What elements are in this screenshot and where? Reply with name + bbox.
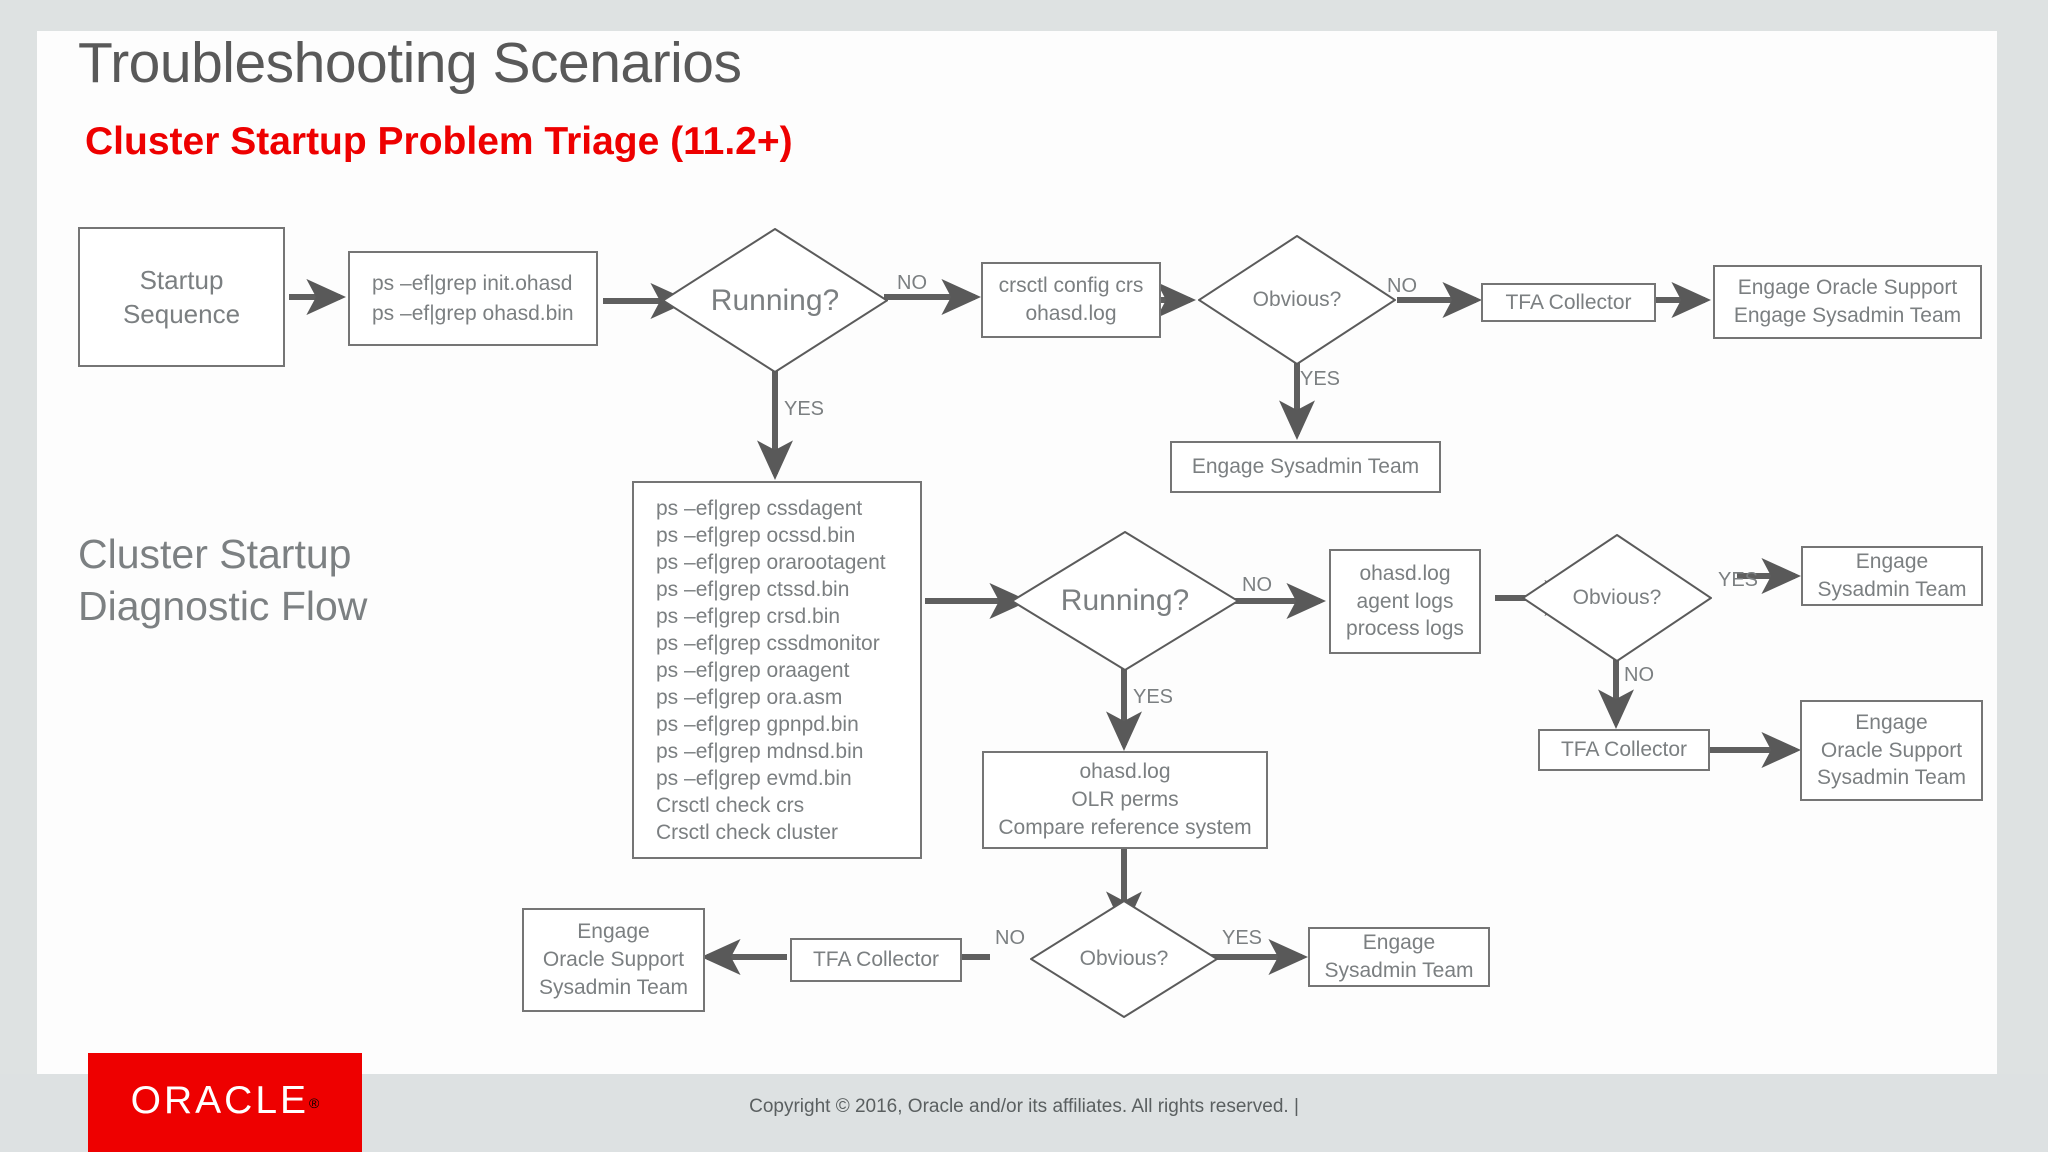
ps-command-line: ps –ef|grep cssdagent [656, 496, 863, 520]
oracle-wordmark: ORACLE [130, 1078, 310, 1122]
node-engage-sysadmin-mid[interactable]: Engage Sysadmin Team [1801, 546, 1983, 606]
ps-command-line: ps –ef|grep oraagent [656, 658, 850, 682]
diamond-shape-icon [1522, 534, 1712, 662]
node-engage-oracle-sysadmin-bottom[interactable]: Engage Oracle Support Sysadmin Team [522, 908, 705, 1012]
registered-trademark-icon: ® [309, 1094, 320, 1111]
edge-label-top-running-no: NO [897, 272, 927, 294]
ps-command-line: ps –ef|grep mdnsd.bin [656, 739, 864, 763]
decision-obvious-mid-label: Obvious? [1572, 586, 1662, 609]
ps-command-line: Crsctl check crs [656, 793, 805, 817]
decision-obvious-mid[interactable]: Obvious? [1522, 534, 1712, 662]
ps-command-line: ps –ef|grep orarootagent [656, 550, 886, 574]
ps-command-line: ps –ef|grep ora.asm [656, 685, 843, 709]
diamond-shape-icon [1011, 531, 1239, 671]
decision-running-top[interactable]: Running? [662, 228, 888, 373]
node-ohasd-olr-compare[interactable]: ohasd.log OLR perms Compare reference sy… [982, 751, 1268, 849]
node-engage-oracle-sysadmin-top[interactable]: Engage Oracle Support Engage Sysadmin Te… [1713, 265, 1982, 339]
node-logs-ohasd-agent-process[interactable]: ohasd.log agent logs process logs [1329, 549, 1481, 654]
diamond-shape-icon [662, 228, 888, 373]
oracle-logo: ORACLE® [88, 1053, 362, 1152]
node-engage-oracle-sysadmin-mid[interactable]: Engage Oracle Support Sysadmin Team [1800, 700, 1983, 801]
diamond-shape-icon [1030, 900, 1218, 1018]
edge-label-bottom-yes: YES [1222, 927, 1263, 949]
copyright-text: Copyright © 2016, Oracle and/or its affi… [749, 1096, 1299, 1117]
node-tfa-collector-bottom[interactable]: TFA Collector [790, 938, 962, 982]
node-startup-sequence[interactable]: Startup Sequence [78, 227, 285, 367]
edge-label-mid-running-no: NO [1242, 574, 1272, 596]
diamond-shape-icon [1198, 235, 1396, 365]
node-ps-init-ohasd-checks[interactable]: ps –ef|grep init.ohasd ps –ef|grep ohasd… [348, 251, 598, 346]
page-title: Troubleshooting Scenarios [78, 31, 742, 95]
decision-obvious-top-label: Obvious? [1252, 288, 1342, 311]
ps-command-line: ps –ef|grep ctssd.bin [656, 577, 850, 601]
decision-running-mid-label: Running? [1060, 584, 1190, 617]
edge-label-bottom-no: NO [995, 927, 1025, 949]
ps-command-line: ps –ef|grep gpnpd.bin [656, 712, 859, 736]
edge-label-mid-obvious-yes: YES [1718, 569, 1759, 591]
node-engage-sysadmin-bottom[interactable]: Engage Sysadmin Team [1308, 927, 1490, 987]
ps-command-line: ps –ef|grep cssdmonitor [656, 631, 880, 655]
ps-command-line: ps –ef|grep crsd.bin [656, 604, 841, 628]
node-ps-command-list[interactable]: ps –ef|grep cssdagent ps –ef|grep ocssd.b… [632, 481, 922, 859]
section-label: Cluster Startup Diagnostic Flow [78, 531, 368, 630]
decision-obvious-top[interactable]: Obvious? [1198, 235, 1396, 365]
edge-label-mid-obvious-no: NO [1624, 664, 1654, 686]
node-tfa-collector-top[interactable]: TFA Collector [1481, 283, 1656, 322]
node-engage-sysadmin-top[interactable]: Engage Sysadmin Team [1170, 441, 1441, 493]
edge-label-top-obvious-yes: YES [1300, 368, 1341, 390]
node-tfa-collector-mid[interactable]: TFA Collector [1538, 729, 1710, 771]
page-subtitle: Cluster Startup Problem Triage (11.2+) [85, 120, 793, 163]
decision-obvious-bottom[interactable]: Obvious? [1030, 900, 1218, 1018]
slide-canvas [37, 31, 1997, 1074]
node-crsctl-config-crs[interactable]: crsctl config crs ohasd.log [981, 262, 1161, 338]
decision-running-mid[interactable]: Running? [1011, 531, 1239, 671]
ps-command-line: Crsctl check cluster [656, 820, 839, 844]
edge-label-top-running-yes: YES [784, 398, 825, 420]
edge-label-mid-running-yes: YES [1133, 686, 1174, 708]
decision-running-top-label: Running? [710, 283, 840, 317]
ps-command-line: ps –ef|grep evmd.bin [656, 766, 852, 790]
ps-command-line: ps –ef|grep ocssd.bin [656, 523, 856, 547]
decision-obvious-bottom-label: Obvious? [1079, 947, 1169, 970]
edge-label-top-obvious-no: NO [1387, 275, 1417, 297]
